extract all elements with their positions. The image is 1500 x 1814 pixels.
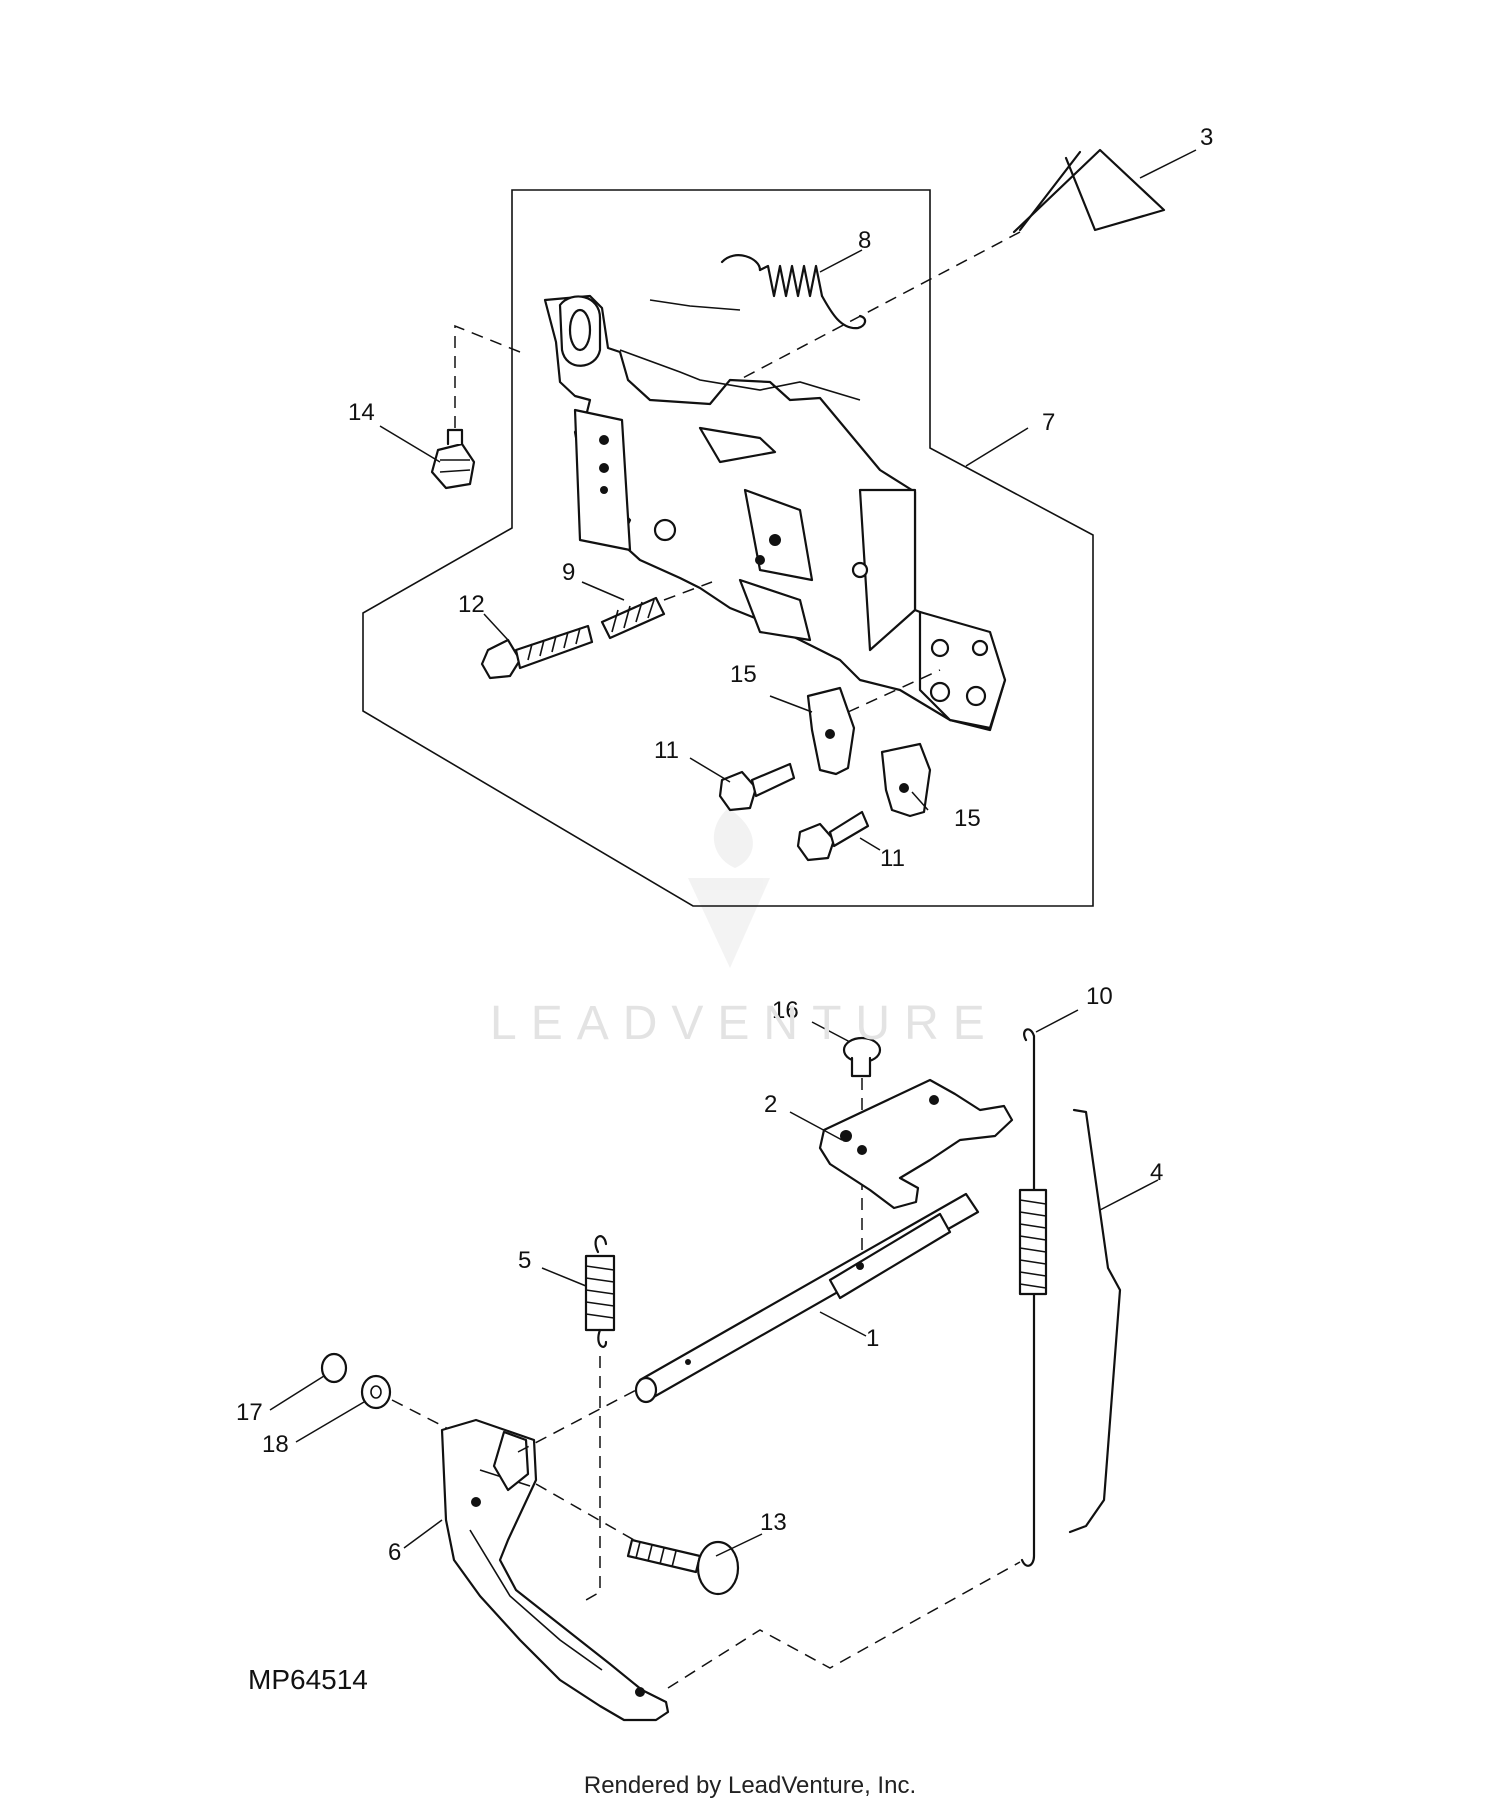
callout-8: 8 bbox=[858, 227, 871, 254]
part-2-plate bbox=[818, 1078, 1014, 1210]
part-9-spring bbox=[600, 596, 666, 640]
part-5-spring bbox=[584, 1235, 616, 1348]
part-13-bolt bbox=[626, 1538, 740, 1596]
callout-11-upper: 11 bbox=[654, 737, 679, 764]
part-6-pedal bbox=[440, 1418, 670, 1722]
callout-4: 4 bbox=[1150, 1159, 1163, 1186]
callout-15-lower: 15 bbox=[954, 805, 981, 832]
part-1-shaft bbox=[634, 1192, 980, 1404]
assembly-boundary-7 bbox=[362, 189, 1094, 907]
figure-id: MP64514 bbox=[248, 1664, 368, 1695]
part-15-clip-upper bbox=[806, 686, 856, 776]
footer-credit: Rendered by LeadVenture, Inc. bbox=[583, 1772, 917, 1799]
part-12-bolt bbox=[480, 624, 594, 680]
part-18-washer bbox=[360, 1374, 392, 1410]
part-11-bolt-lower bbox=[796, 810, 870, 862]
watermark-text: LEADVENTURE bbox=[490, 997, 999, 1050]
part-3-wire-link bbox=[1012, 148, 1166, 234]
callout-3: 3 bbox=[1200, 124, 1213, 151]
part-14-bolt bbox=[430, 428, 476, 490]
callout-14: 14 bbox=[348, 399, 375, 426]
part-17-nut bbox=[320, 1352, 348, 1384]
callout-11-lower: 11 bbox=[880, 845, 905, 872]
callout-12: 12 bbox=[458, 591, 485, 618]
part-11-bolt-upper bbox=[718, 762, 796, 812]
part-10-rod-spring bbox=[1018, 1028, 1048, 1567]
watermark-logo-icon bbox=[688, 808, 770, 968]
part-4-rod bbox=[1068, 1108, 1122, 1534]
callout-18: 18 bbox=[262, 1431, 289, 1458]
callout-5: 5 bbox=[518, 1247, 531, 1274]
callout-16: 16 bbox=[772, 997, 799, 1024]
part-7-control-bracket bbox=[543, 294, 1007, 732]
callout-17: 17 bbox=[236, 1399, 263, 1426]
callout-6: 6 bbox=[388, 1539, 401, 1566]
leader-lines bbox=[269, 149, 1197, 1557]
part-8-spring bbox=[720, 254, 867, 330]
callout-1: 1 bbox=[866, 1325, 879, 1352]
callout-7: 7 bbox=[1042, 409, 1055, 436]
callout-9: 9 bbox=[562, 559, 575, 586]
callout-2: 2 bbox=[764, 1091, 777, 1118]
callout-15-upper: 15 bbox=[730, 661, 757, 688]
callout-10: 10 bbox=[1086, 983, 1113, 1010]
callout-13: 13 bbox=[760, 1509, 787, 1536]
part-16-screw bbox=[842, 1036, 882, 1078]
